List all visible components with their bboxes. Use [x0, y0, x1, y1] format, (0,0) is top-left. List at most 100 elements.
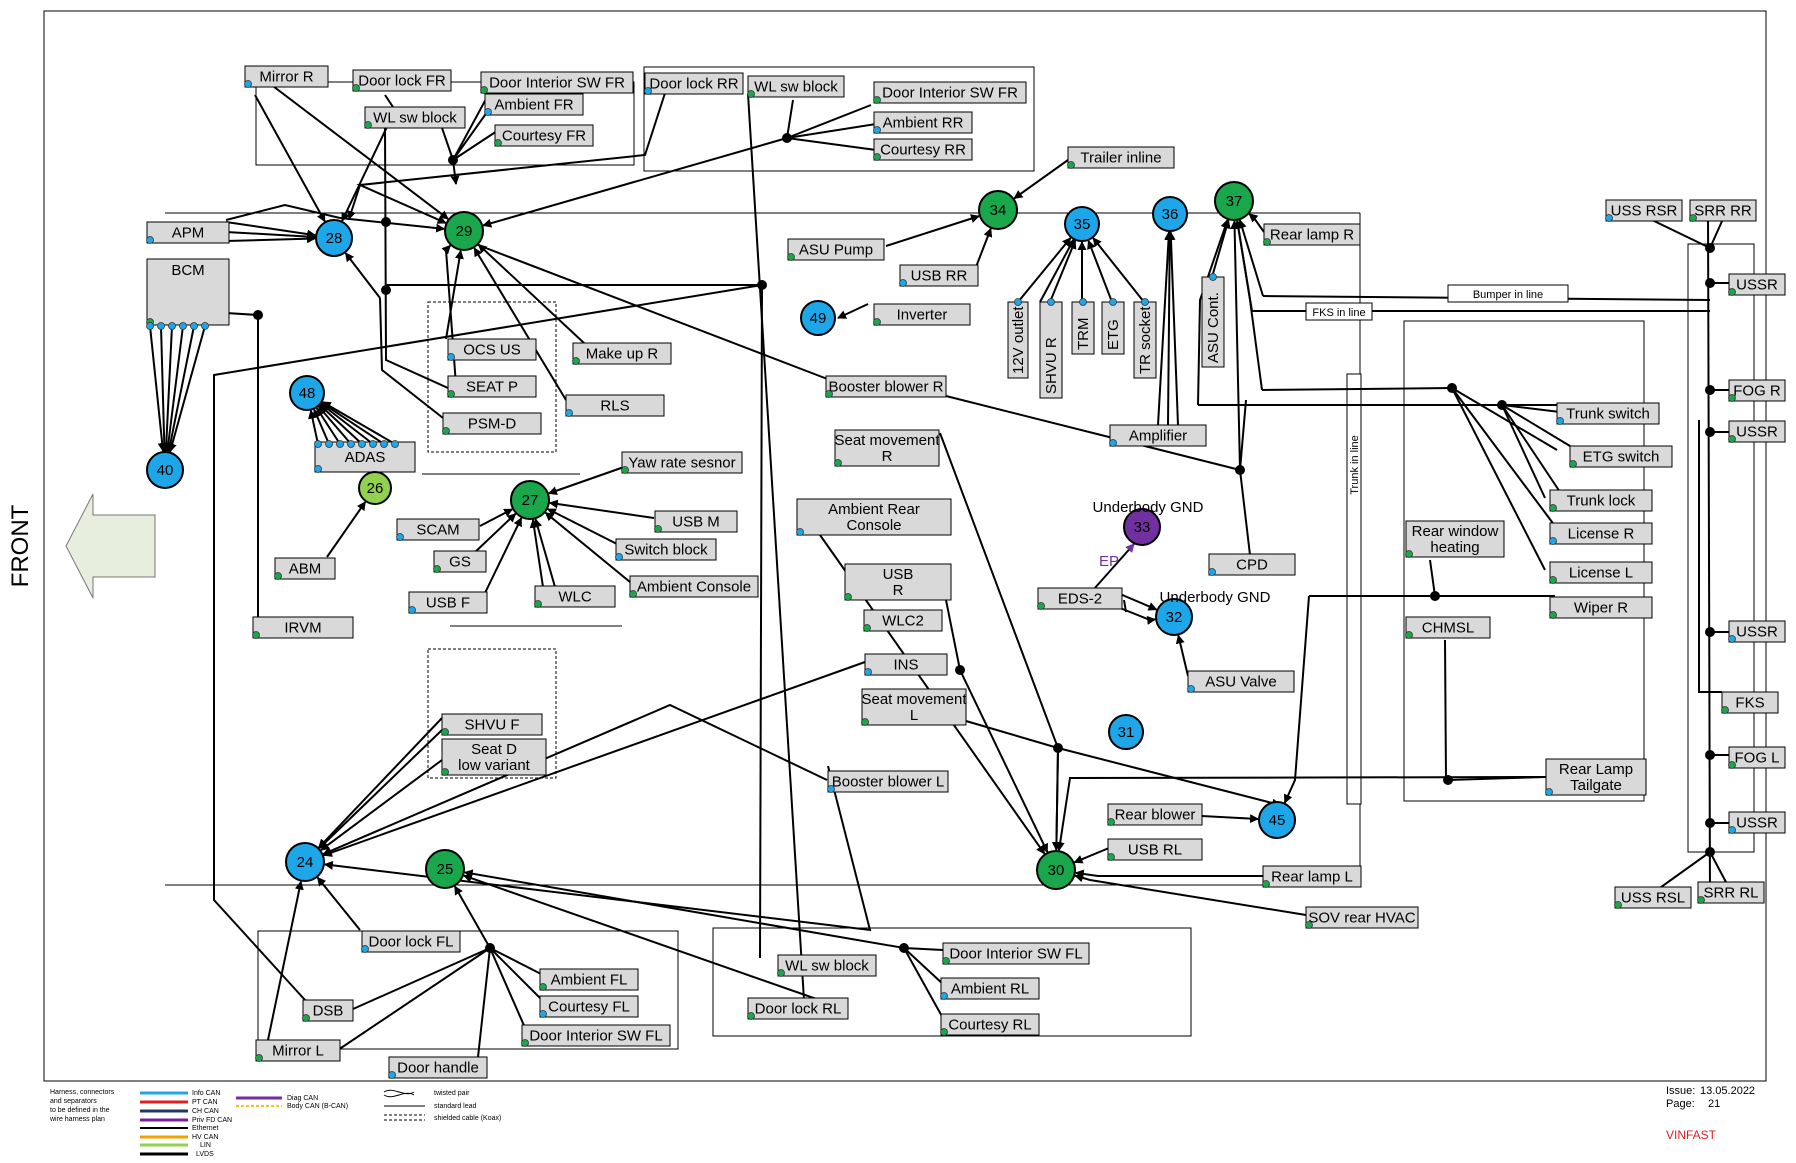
component-fog-l[interactable]: FOG L — [1728, 746, 1786, 769]
component-mirror-l[interactable]: Mirror L — [255, 1039, 341, 1062]
component-ussr-4[interactable]: USSR — [1728, 811, 1786, 834]
component-v-12v[interactable]: 12V outlet — [1007, 298, 1029, 379]
component-usb-rl[interactable]: USB RL — [1107, 838, 1203, 861]
ecu-node-48[interactable]: 48 — [289, 375, 325, 411]
ecu-node-26[interactable]: 26 — [358, 471, 392, 505]
component-booster-blower-l[interactable]: Booster blower L — [827, 770, 949, 793]
component-door-lock-fr[interactable]: Door lock FR — [352, 69, 452, 92]
ecu-node-45[interactable]: 45 — [1258, 801, 1296, 839]
component-door-int-sw-fr-2[interactable]: Door Interior SW FR — [873, 81, 1027, 104]
component-inverter[interactable]: Inverter — [873, 303, 971, 326]
component-dsb[interactable]: DSB — [302, 999, 354, 1022]
component-trunk-lock[interactable]: Trunk lock — [1549, 489, 1653, 512]
component-ambient-rr[interactable]: Ambient RR — [873, 111, 973, 134]
component-ussr-1[interactable]: USSR — [1728, 273, 1786, 296]
component-ambient-rl[interactable]: Ambient RL — [940, 977, 1040, 1000]
ecu-node-37[interactable]: 37 — [1214, 181, 1254, 221]
component-adas[interactable]: ADAS — [314, 441, 416, 473]
component-shvu-f[interactable]: SHVU F — [441, 713, 543, 736]
component-rear-lamp-l[interactable]: Rear lamp L — [1262, 865, 1362, 888]
component-etg-switch[interactable]: ETG switch — [1569, 445, 1673, 468]
component-irvm[interactable]: IRVM — [252, 616, 354, 639]
component-door-lock-fl[interactable]: Door lock FL — [361, 930, 461, 953]
component-wlc[interactable]: WLC — [534, 585, 616, 608]
ecu-node-33[interactable]: 33 — [1123, 508, 1161, 546]
component-switch-block[interactable]: Switch block — [615, 538, 717, 561]
component-amplifier[interactable]: Amplifier — [1109, 424, 1207, 447]
component-license-r[interactable]: License R — [1549, 522, 1653, 545]
ecu-node-30[interactable]: 30 — [1036, 850, 1076, 890]
component-seat-p[interactable]: SEAT P — [447, 375, 537, 398]
component-fks[interactable]: FKS — [1721, 691, 1779, 714]
component-booster-blower-r[interactable]: Booster blower R — [825, 375, 947, 398]
component-trailer-inline[interactable]: Trailer inline — [1067, 146, 1175, 169]
component-fog-r[interactable]: FOG R — [1728, 379, 1786, 402]
component-gs[interactable]: GS — [433, 550, 487, 573]
component-ambient-fr[interactable]: Ambient FR — [484, 93, 584, 116]
component-usb-m[interactable]: USB M — [654, 510, 738, 533]
component-v-etg[interactable]: ETG — [1101, 298, 1125, 355]
component-v-tr-socket[interactable]: TR socket — [1133, 298, 1157, 379]
component-wiper-r[interactable]: Wiper R — [1549, 596, 1653, 619]
component-ambient-console[interactable]: Ambient Console — [629, 575, 759, 598]
component-v-shvu-r[interactable]: SHVU R — [1039, 298, 1063, 399]
component-v-trm[interactable]: TRM — [1071, 298, 1095, 355]
component-door-int-sw-fr-1[interactable]: Door Interior SW FR — [480, 71, 634, 94]
component-rear-lamp-r[interactable]: Rear lamp R — [1263, 223, 1361, 246]
component-ins[interactable]: INS — [864, 653, 948, 676]
component-courtesy-fl[interactable]: Courtesy FL — [539, 995, 639, 1018]
component-courtesy-fr[interactable]: Courtesy FR — [494, 124, 594, 147]
component-door-lock-rr[interactable]: Door lock RR — [644, 72, 744, 95]
component-ussr-3[interactable]: USSR — [1728, 620, 1786, 643]
component-asu-valve[interactable]: ASU Valve — [1187, 670, 1295, 693]
component-apm[interactable]: APM — [146, 221, 230, 244]
component-scam[interactable]: SCAM — [396, 518, 480, 541]
component-eds-2[interactable]: EDS-2 — [1037, 587, 1123, 610]
component-courtesy-rl[interactable]: Courtesy RL — [940, 1013, 1040, 1036]
component-uss-rsl[interactable]: USS RSL — [1614, 886, 1692, 909]
component-door-int-sw-fl-1[interactable]: Door Interior SW FL — [521, 1024, 671, 1047]
ecu-node-40[interactable]: 40 — [146, 451, 184, 489]
component-usb-rr[interactable]: USB RR — [899, 264, 979, 287]
component-wl-sw-block-rr[interactable]: WL sw block — [747, 75, 845, 98]
component-wl-sw-block-fr[interactable]: WL sw block — [364, 106, 466, 129]
ecu-node-36[interactable]: 36 — [1152, 196, 1188, 232]
component-v-asu-cont[interactable]: ASU Cont. — [1201, 273, 1225, 368]
component-trunk-switch[interactable]: Trunk switch — [1556, 402, 1660, 425]
ecu-node-34[interactable]: 34 — [978, 190, 1018, 230]
component-door-lock-rl[interactable]: Door lock RL — [747, 997, 849, 1020]
component-rls[interactable]: RLS — [565, 394, 665, 417]
ecu-node-35[interactable]: 35 — [1064, 206, 1100, 242]
component-cpd[interactable]: CPD — [1208, 553, 1296, 576]
component-sov-rear-hvac[interactable]: SOV rear HVAC — [1305, 906, 1419, 929]
component-srr-rl[interactable]: SRR RL — [1697, 881, 1765, 904]
ecu-node-24[interactable]: 24 — [285, 842, 325, 882]
ecu-node-29[interactable]: 29 — [444, 211, 484, 251]
component-door-int-sw-fl-2[interactable]: Door Interior SW FL — [942, 942, 1090, 965]
ecu-node-31[interactable]: 31 — [1108, 714, 1144, 750]
component-mirror-r[interactable]: Mirror R — [244, 65, 329, 88]
component-courtesy-rr[interactable]: Courtesy RR — [873, 138, 973, 161]
component-ocs-us[interactable]: OCS US — [447, 338, 537, 361]
component-door-handle[interactable]: Door handle — [388, 1056, 488, 1079]
component-abm[interactable]: ABM — [274, 557, 336, 580]
component-yaw-rate[interactable]: Yaw rate sesnor — [621, 451, 743, 474]
ecu-node-49[interactable]: 49 — [800, 300, 836, 336]
component-asu-pump[interactable]: ASU Pump — [787, 238, 885, 261]
component-ambient-fl[interactable]: Ambient FL — [539, 968, 639, 991]
component-bcm[interactable]: BCM — [146, 258, 230, 326]
component-usb-f[interactable]: USB F — [408, 591, 488, 614]
component-uss-rsr[interactable]: USS RSR — [1605, 199, 1683, 222]
component-make-up-r[interactable]: Make up R — [572, 342, 672, 365]
component-rear-blower[interactable]: Rear blower — [1107, 803, 1203, 826]
component-srr-rr[interactable]: SRR RR — [1689, 199, 1757, 222]
ecu-node-25[interactable]: 25 — [425, 849, 465, 889]
component-chmsl[interactable]: CHMSL — [1405, 616, 1491, 639]
